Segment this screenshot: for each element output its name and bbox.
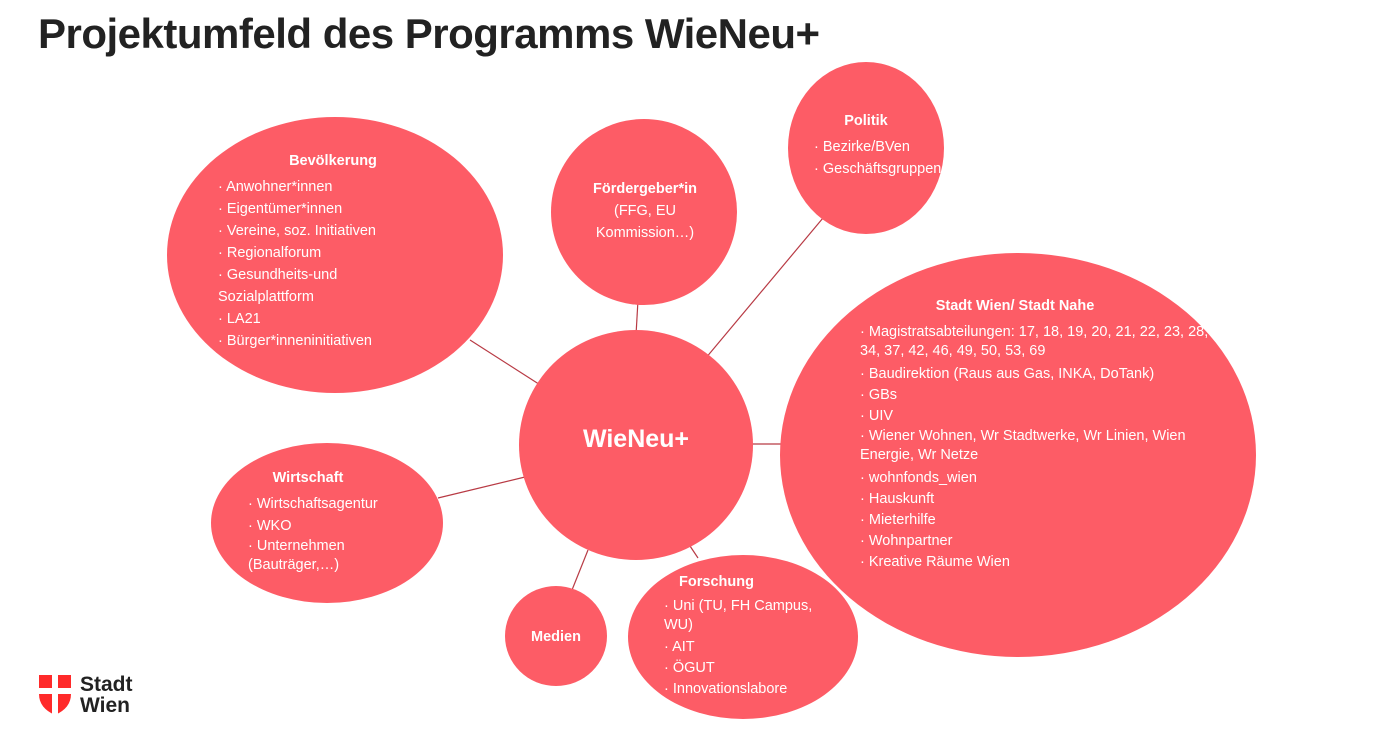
list-item: Wohnpartner: [860, 531, 1230, 552]
list-item: Gesundheits-und Sozialplattform: [218, 264, 368, 308]
page-title: Projektumfeld des Programms WieNeu+: [38, 10, 820, 57]
list-item: Bürger*inneninitiativen: [218, 330, 448, 352]
connector-foerdergeber: [635, 299, 639, 336]
node-bevoelkerung: Bevölkerung Anwohner*innen Eigentümer*in…: [218, 150, 448, 352]
list-item: Anwohner*innen: [218, 176, 448, 198]
bubble-foerdergeber: [551, 119, 737, 305]
list-item: Wiener Wohnen, Wr Stadtwerke, Wr Linien,…: [860, 427, 1230, 465]
list-item: Bezirke/BVen: [814, 136, 964, 158]
node-medien: Medien: [505, 626, 607, 652]
vienna-coat-of-arms-icon: [39, 675, 71, 715]
list-item: Wirtschaftsagentur: [248, 493, 428, 515]
list-item: Regionalforum: [218, 242, 448, 264]
list-item: GBs: [860, 385, 1230, 406]
list-item: Magistratsabteilungen: 17, 18, 19, 20, 2…: [860, 323, 1230, 361]
logo-line-1: Stadt: [80, 673, 133, 696]
list-item: Innovationslabore: [664, 679, 834, 700]
node-stadt: Stadt Wien/ Stadt Nahe Magistratsabteilu…: [860, 296, 1230, 573]
node-foerdergeber: Fördergeber*in (FFG, EU Kommission…): [570, 178, 720, 244]
node-title: Politik: [844, 113, 888, 129]
connector-wirtschaft: [437, 476, 526, 499]
connector-bevoelkerung: [469, 339, 546, 389]
list-item: Geschäftsgruppen: [814, 158, 964, 180]
list-item: Mieterhilfe: [860, 510, 1230, 531]
center-label: WieNeu+: [582, 425, 690, 453]
node-title: Wirtschaft: [272, 470, 344, 486]
list-item: Hauskunft: [860, 489, 1230, 510]
connector-politik: [699, 217, 824, 366]
node-wirtschaft: Wirtschaft Wirtschaftsagentur WKO Untern…: [248, 467, 428, 575]
list-item: Eigentümer*innen: [218, 198, 448, 220]
list-item: wohnfonds_wien: [860, 468, 1230, 489]
node-title: Fördergeber*in: [593, 181, 697, 197]
node-title: Medien: [531, 629, 581, 645]
connector-medien: [571, 549, 589, 591]
node-title: Forschung: [679, 574, 754, 590]
bubble-wieneu: [519, 330, 753, 560]
bubble-medien: [505, 586, 607, 686]
list-item: Kreative Räume Wien: [860, 552, 1230, 573]
stadt-wien-logo: Stadt Wien: [38, 674, 133, 716]
list-item: Unternehmen (Bauträger,…): [248, 537, 373, 575]
list-item: WKO: [248, 515, 428, 537]
list-item: Baudirektion (Raus aus Gas, INKA, DoTank…: [860, 364, 1230, 385]
logo-line-2: Wien: [80, 694, 130, 717]
node-forschung: Forschung Uni (TU, FH Campus, WU) AIT ÖG…: [664, 572, 834, 700]
node-subtitle: (FFG, EU Kommission…): [595, 203, 695, 241]
list-item: AIT: [664, 637, 834, 658]
node-title: Bevölkerung: [289, 153, 377, 169]
list-item: Uni (TU, FH Campus, WU): [664, 597, 834, 635]
list-item: ÖGUT: [664, 658, 834, 679]
list-item: LA21: [218, 308, 448, 330]
node-title: Stadt Wien/ Stadt Nahe: [935, 298, 1095, 314]
node-politik: Politik Bezirke/BVen Geschäftsgruppen: [814, 110, 964, 180]
list-item: Vereine, soz. Initiativen: [218, 220, 448, 242]
list-item: UIV: [860, 406, 1230, 427]
